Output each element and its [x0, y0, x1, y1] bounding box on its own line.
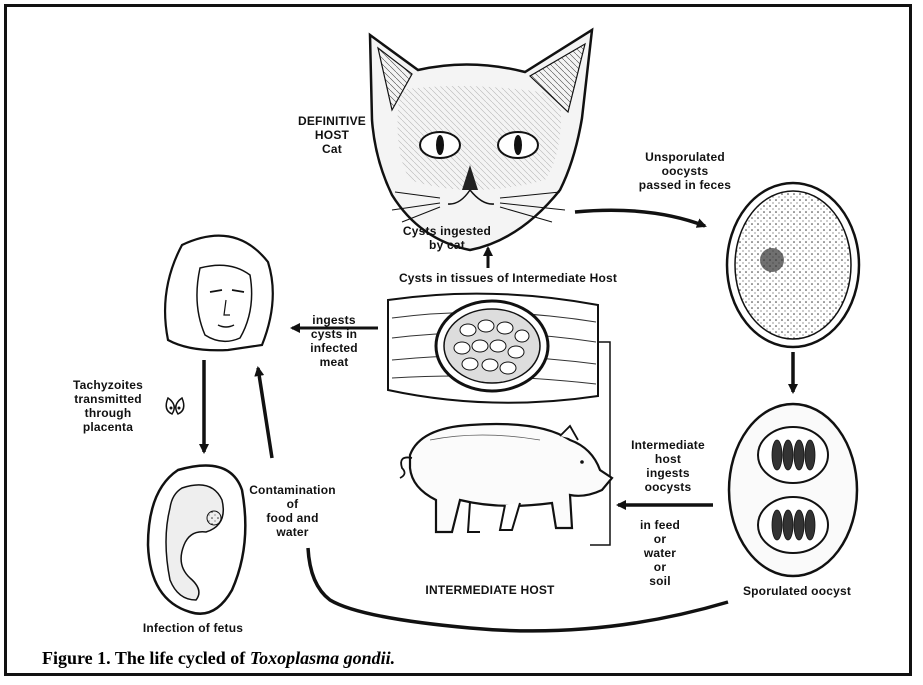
unsporulated-label: Unsporulated oocysts passed in feces: [615, 150, 755, 192]
infection-fetus-label: Infection of fetus: [118, 621, 268, 635]
arrow-contamination-to-woman: [258, 368, 272, 458]
ingests-cysts-label: ingests cysts in infected meat: [294, 313, 374, 369]
definitive-host-label: DEFINITIVE HOST Cat: [282, 114, 382, 156]
unsporulated-oocyst-illustration: [727, 183, 859, 347]
figure-caption: Figure 1. The life cycled of Toxoplasma …: [42, 648, 395, 669]
in-feed-label: in feed or water or soil: [625, 518, 695, 588]
woman-illustration: [165, 236, 273, 351]
fetus-illustration: [148, 466, 245, 614]
cat-head-illustration: [370, 30, 592, 250]
tachyzoites-label: Tachyzoites transmitted through placenta: [64, 378, 152, 434]
species-name: Toxoplasma gondii.: [250, 648, 395, 668]
cysts-in-tissues-label: Cysts in tissues of Intermediate Host: [358, 271, 658, 285]
pig-illustration: [400, 424, 612, 532]
intermediate-ingests-label: Intermediate host ingests oocysts: [618, 438, 718, 494]
intermediate-host-label: INTERMEDIATE HOST: [400, 583, 580, 597]
cysts-ingested-label: Cysts ingested by cat: [392, 224, 502, 252]
arrow-cat-to-oocyst: [575, 210, 705, 226]
tissue-cyst-illustration: [388, 294, 598, 403]
sporulated-oocyst-illustration: [729, 404, 857, 576]
contamination-label: Contamination of food and water: [240, 483, 345, 539]
tachyzoite-icon: [166, 398, 184, 414]
sporulated-oocyst-label: Sporulated oocyst: [722, 584, 872, 598]
